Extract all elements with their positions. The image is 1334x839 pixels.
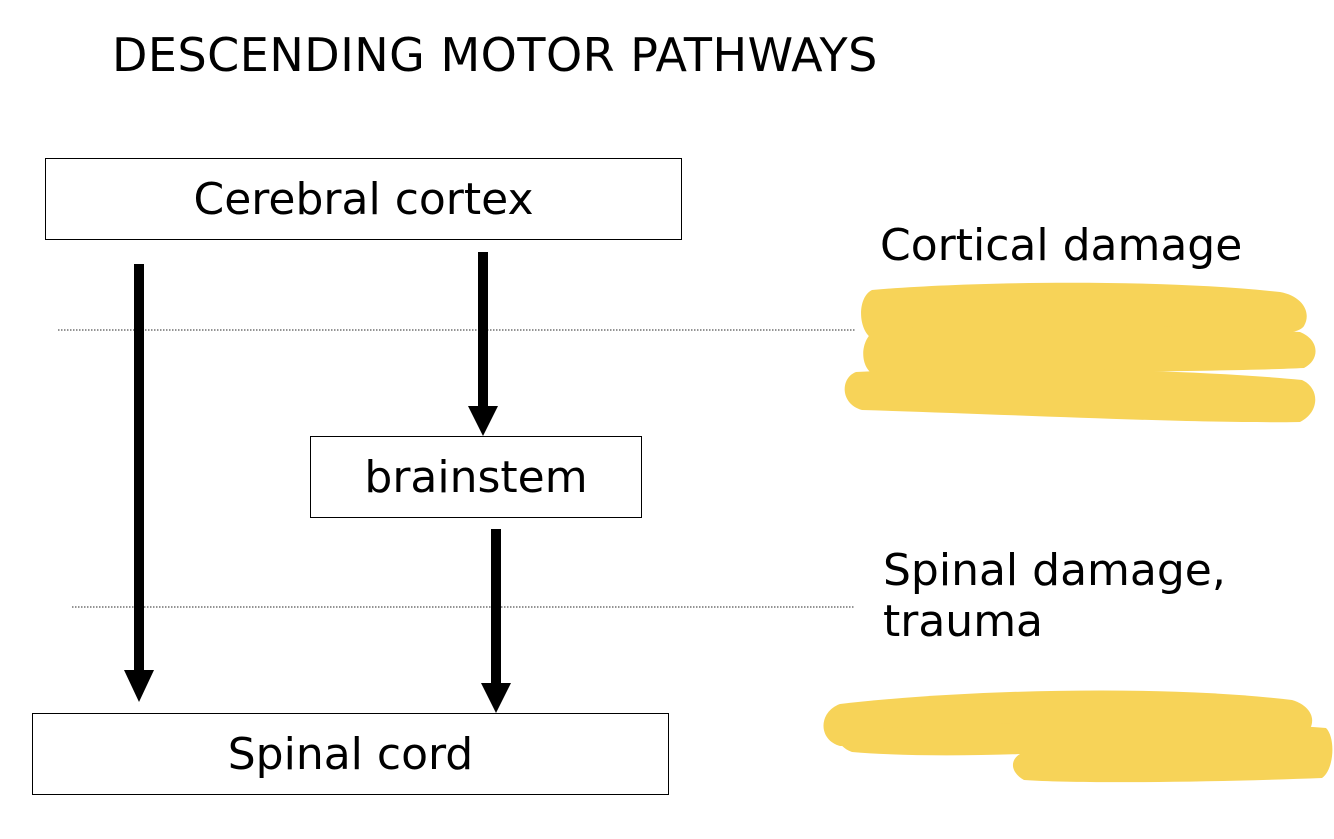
cortical-damage-annotation: Cortical damage <box>880 220 1242 271</box>
slide-title: DESCENDING MOTOR PATHWAYS <box>112 28 878 82</box>
cerebral-cortex-box: Cerebral cortex <box>45 158 682 240</box>
arrow-cortex-to-brainstem <box>468 252 498 436</box>
spinal-cord-box: Spinal cord <box>32 713 669 795</box>
cerebral-cortex-label: Cerebral cortex <box>193 173 534 225</box>
spinal-cord-label: Spinal cord <box>227 728 474 780</box>
spinal-damage-text-line1: Spinal damage, <box>883 545 1226 596</box>
highlighter-redaction-lower <box>823 690 1333 783</box>
arrow-brainstem-to-spinal-cord <box>481 529 511 713</box>
spinal-damage-text-line2: trauma <box>883 596 1044 648</box>
arrow-cortex-to-spinal-cord <box>124 264 154 702</box>
brainstem-box: brainstem <box>310 436 642 518</box>
brainstem-label: brainstem <box>364 451 588 503</box>
cortical-damage-text: Cortical damage <box>880 220 1243 271</box>
highlighter-redaction-upper <box>844 282 1316 423</box>
spinal-damage-annotation: Spinal damage, trauma <box>883 545 1226 648</box>
